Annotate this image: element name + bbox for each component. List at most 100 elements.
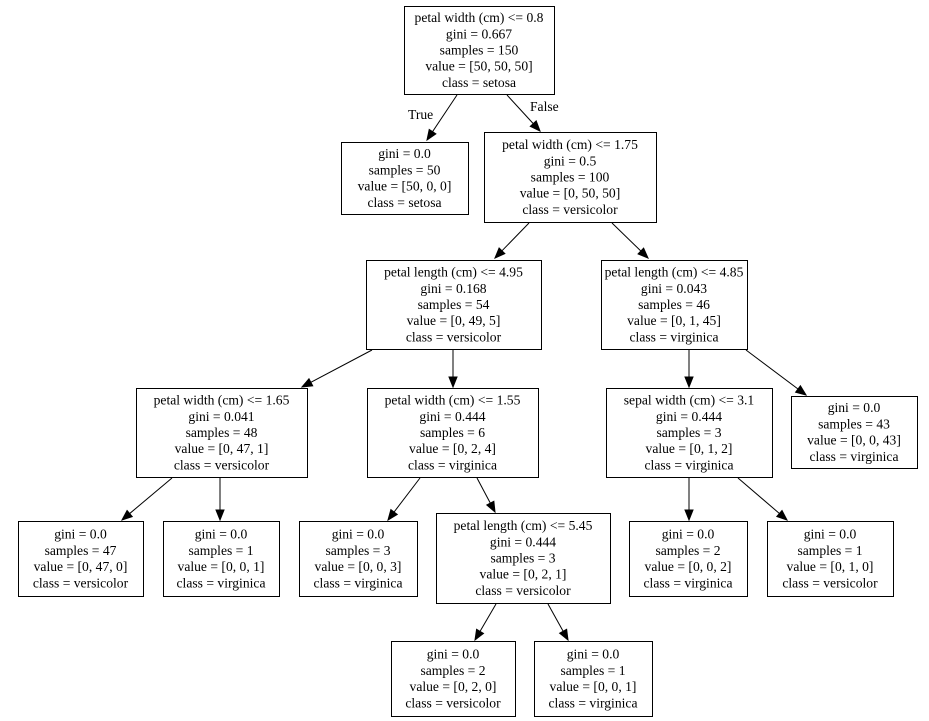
tree-node-line: samples = 2 bbox=[420, 663, 485, 678]
tree-node-line: samples = 2 bbox=[655, 543, 720, 558]
tree-node-line: samples = 54 bbox=[418, 297, 490, 312]
tree-edge-n12-n16 bbox=[547, 603, 569, 642]
tree-node-line: class = versicolor bbox=[405, 695, 501, 710]
tree-edge-n7-n13 bbox=[684, 478, 694, 522]
tree-node-line: class = versicolor bbox=[782, 575, 878, 590]
tree-edge-line bbox=[432, 94, 458, 132]
tree-edge-line bbox=[501, 222, 530, 252]
tree-node-line: class = virginica bbox=[177, 575, 266, 590]
tree-node-line: gini = 0.168 bbox=[420, 281, 486, 296]
tree-node-line: class = versicolor bbox=[475, 583, 571, 598]
edge-label-true: True bbox=[408, 107, 433, 122]
tree-node-line: gini = 0.0 bbox=[54, 527, 107, 542]
tree-edge-n7-n14 bbox=[737, 477, 789, 521]
tree-node-line: gini = 0.041 bbox=[188, 409, 254, 424]
tree-edge-line bbox=[611, 222, 642, 252]
tree-node-line: samples = 100 bbox=[531, 170, 610, 185]
tree-node-line: class = virginica bbox=[645, 457, 734, 472]
tree-node-line: class = setosa bbox=[367, 195, 441, 210]
tree-node-line: petal width (cm) <= 0.8 bbox=[415, 10, 544, 26]
tree-edge-line bbox=[310, 349, 373, 383]
tree-node-line: class = virginica bbox=[630, 329, 719, 344]
arrowhead-icon bbox=[794, 384, 808, 396]
tree-edge-n4-n7 bbox=[684, 350, 694, 389]
tree-node-line: class = virginica bbox=[408, 457, 497, 472]
arrowhead-icon bbox=[775, 509, 789, 521]
tree-node-line: gini = 0.444 bbox=[656, 409, 722, 424]
tree-node-line: class = virginica bbox=[314, 575, 403, 590]
tree-node-line: samples = 46 bbox=[638, 297, 710, 312]
arrowhead-icon bbox=[684, 509, 694, 522]
tree-node-line: class = virginica bbox=[644, 575, 733, 590]
tree-node-line: samples = 43 bbox=[818, 416, 890, 431]
tree-node-line: gini = 0.444 bbox=[490, 534, 556, 549]
tree-node-line: class = versicolor bbox=[406, 329, 502, 344]
tree-node-line: class = virginica bbox=[549, 695, 638, 710]
arrowhead-icon bbox=[529, 120, 541, 132]
tree-node-line: value = [0, 0, 2] bbox=[645, 559, 732, 574]
tree-edge-line bbox=[745, 349, 799, 390]
tree-node-line: gini = 0.0 bbox=[195, 527, 248, 542]
tree-edge-n2-n4 bbox=[611, 222, 649, 259]
tree-node-line: samples = 3 bbox=[656, 425, 721, 440]
tree-edge-line bbox=[476, 477, 491, 504]
tree-edge-n4-n8 bbox=[745, 349, 808, 396]
tree-node-line: petal length (cm) <= 4.85 bbox=[605, 265, 744, 281]
tree-node-line: value = [0, 1, 0] bbox=[787, 559, 874, 574]
tree-node-box bbox=[299, 521, 418, 597]
tree-node-box bbox=[18, 521, 144, 597]
tree-node-line: value = [0, 1, 45] bbox=[627, 313, 721, 328]
tree-node-line: gini = 0.0 bbox=[567, 647, 620, 662]
tree-node-box bbox=[629, 521, 748, 597]
tree-node-line: gini = 0.5 bbox=[544, 153, 597, 168]
tree-node-line: sepal width (cm) <= 3.1 bbox=[624, 393, 754, 409]
arrowhead-icon bbox=[448, 376, 458, 389]
tree-node-box bbox=[391, 641, 516, 717]
arrowhead-icon bbox=[426, 128, 437, 142]
tree-edge-n6-n12 bbox=[476, 477, 496, 514]
tree-edge-line bbox=[547, 603, 564, 632]
tree-node-line: value = [0, 0, 3] bbox=[315, 559, 402, 574]
arrowhead-icon bbox=[558, 628, 569, 642]
tree-node-box bbox=[606, 388, 773, 478]
arrowhead-icon bbox=[387, 508, 399, 522]
tree-node-line: petal length (cm) <= 5.45 bbox=[454, 518, 593, 534]
tree-node-line: class = versicolor bbox=[174, 457, 270, 472]
tree-edges: True False bbox=[120, 94, 808, 642]
tree-edge-line bbox=[479, 603, 497, 632]
tree-node-line: samples = 1 bbox=[797, 543, 862, 558]
tree-edge-n2-n3 bbox=[494, 222, 530, 259]
tree-node-line: samples = 3 bbox=[325, 543, 390, 558]
tree-node-box bbox=[163, 521, 280, 597]
tree-node-line: gini = 0.0 bbox=[427, 647, 480, 662]
tree-node-line: petal width (cm) <= 1.55 bbox=[385, 393, 521, 409]
tree-node-line: class = virginica bbox=[810, 449, 899, 464]
tree-edge-n0-n2: False bbox=[506, 94, 559, 132]
tree-node-line: gini = 0.667 bbox=[446, 26, 512, 41]
tree-node-box bbox=[601, 260, 748, 350]
tree-edge-n6-n11 bbox=[387, 477, 421, 522]
tree-node-line: gini = 0.0 bbox=[804, 527, 857, 542]
tree-node-line: samples = 3 bbox=[490, 551, 555, 566]
tree-edge-n0-n1: True bbox=[408, 94, 458, 142]
tree-node-line: samples = 6 bbox=[420, 425, 485, 440]
tree-node-box bbox=[436, 513, 611, 604]
tree-edge-n3-n5 bbox=[300, 349, 373, 388]
tree-node-line: value = [0, 50, 50] bbox=[520, 186, 621, 201]
tree-node-line: samples = 47 bbox=[45, 543, 117, 558]
tree-node-box bbox=[791, 396, 918, 469]
arrowhead-icon bbox=[215, 509, 225, 522]
